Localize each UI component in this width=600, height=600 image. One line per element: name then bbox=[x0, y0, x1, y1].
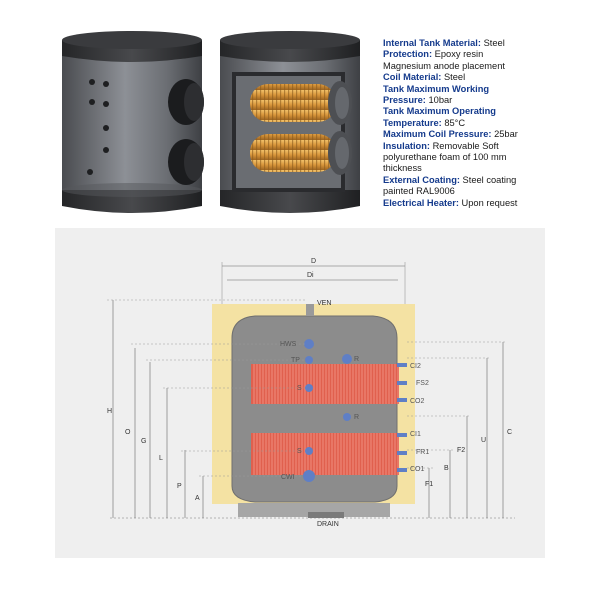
spec-row: Maximum Coil Pressure: 25bar bbox=[383, 129, 595, 140]
spec-row: Coil Material: Steel bbox=[383, 72, 595, 83]
port-r-mid bbox=[343, 413, 351, 421]
spec-value: Removable Soft bbox=[430, 140, 499, 151]
spec-value: Steel coating bbox=[459, 174, 517, 185]
spec-label: Internal Tank Material: bbox=[383, 38, 481, 48]
spec-row: Tank Maximum Operating bbox=[383, 106, 595, 117]
spec-value: thickness bbox=[383, 163, 422, 174]
label-hws: HWS bbox=[280, 341, 297, 348]
dim-l: L bbox=[159, 455, 163, 462]
spec-row: Internal Tank Material: Steel bbox=[383, 38, 595, 49]
dim-a: A bbox=[195, 495, 200, 502]
label-r-mid: R bbox=[354, 414, 359, 421]
vent-label: VEN bbox=[317, 300, 331, 307]
spec-value: Steel bbox=[481, 38, 505, 48]
dim-g: G bbox=[141, 438, 146, 445]
label-ci2: CI2 bbox=[410, 363, 421, 370]
spec-row: Pressure: 10bar bbox=[383, 95, 595, 106]
spec-value: 10bar bbox=[425, 95, 453, 106]
spec-row: thickness bbox=[383, 163, 595, 174]
spec-row: Insulation: Removable Soft bbox=[383, 141, 595, 152]
drain-pipe bbox=[308, 512, 344, 518]
spec-label: External Coating: bbox=[383, 174, 460, 185]
spec-row: Electrical Heater: Upon request bbox=[383, 198, 595, 209]
port-s-bot bbox=[305, 447, 313, 455]
spec-row: Temperature: 85°C bbox=[383, 118, 595, 129]
vent-stub bbox=[306, 304, 314, 316]
spec-label: Tank Maximum Operating bbox=[383, 106, 496, 117]
label-fr1: FR1 bbox=[416, 449, 429, 456]
drain-label: DRAIN bbox=[317, 521, 339, 528]
label-cwi: CWI bbox=[281, 474, 295, 481]
spec-value: Steel bbox=[441, 72, 466, 83]
dim-h: H bbox=[107, 408, 112, 415]
spec-label: Pressure: bbox=[383, 95, 426, 106]
spec-value: Epoxy resin bbox=[432, 49, 484, 60]
label-r-top: R bbox=[354, 356, 359, 363]
port-ci1 bbox=[397, 433, 407, 437]
label-tp: TP bbox=[291, 357, 300, 364]
spec-value: 25bar bbox=[491, 129, 518, 140]
port-cwi bbox=[303, 470, 315, 482]
port-fr1 bbox=[397, 451, 407, 455]
cutaway-tank-image bbox=[220, 31, 360, 213]
spec-label: Coil Material: bbox=[383, 72, 442, 83]
label-fs2: FS2 bbox=[416, 380, 429, 387]
dim-p: P bbox=[177, 483, 182, 490]
spec-row: painted RAL9006 bbox=[383, 186, 595, 197]
spec-label: Maximum Coil Pressure: bbox=[383, 129, 492, 140]
port-s-top bbox=[305, 384, 313, 392]
closed-tank-image bbox=[62, 31, 204, 213]
port-co2 bbox=[397, 398, 407, 402]
spec-value: painted RAL9006 bbox=[383, 186, 455, 197]
dim-o: O bbox=[125, 429, 131, 436]
port-co1 bbox=[397, 468, 407, 472]
label-ci1: CI1 bbox=[410, 431, 421, 438]
port-fs2 bbox=[397, 381, 407, 385]
spec-row: polyurethane foam of 100 mm bbox=[383, 152, 595, 163]
label-s-bot: S bbox=[297, 448, 302, 455]
spec-value: polyurethane foam of 100 mm bbox=[383, 152, 507, 163]
spec-row: Magnesium anode placement bbox=[383, 61, 595, 72]
spec-label: Insulation: bbox=[383, 140, 430, 151]
dim-u: U bbox=[481, 437, 486, 444]
port-tp bbox=[305, 356, 313, 364]
label-co1: CO1 bbox=[410, 466, 425, 473]
label-s-top: S bbox=[297, 385, 302, 392]
spec-label: Tank Maximum Working bbox=[383, 83, 490, 94]
spec-value: 85°C bbox=[441, 117, 466, 128]
port-r-top bbox=[342, 354, 352, 364]
port-ci2 bbox=[397, 363, 407, 367]
dim-d: D bbox=[311, 258, 316, 265]
tank-stand bbox=[238, 503, 390, 517]
product-photo bbox=[62, 31, 360, 213]
dim-c: C bbox=[507, 429, 512, 436]
spec-label: Electrical Heater: bbox=[383, 197, 459, 208]
technical-diagram: D Di VEN DRAIN H O G L P A bbox=[55, 228, 545, 558]
spec-value: Upon request bbox=[458, 197, 518, 208]
dim-di: Di bbox=[307, 272, 314, 279]
spec-value: Magnesium anode placement bbox=[383, 60, 505, 71]
dim-b: B bbox=[444, 465, 449, 472]
spec-label: Temperature: bbox=[383, 117, 442, 128]
spec-row: Protection: Epoxy resin bbox=[383, 49, 595, 60]
port-hws bbox=[304, 339, 314, 349]
spec-row: External Coating: Steel coating bbox=[383, 175, 595, 186]
spec-row: Tank Maximum Working bbox=[383, 84, 595, 95]
label-co2: CO2 bbox=[410, 398, 425, 405]
spec-label: Protection: bbox=[383, 49, 433, 60]
dim-f2: F2 bbox=[457, 447, 465, 454]
dim-f1: F1 bbox=[425, 481, 433, 488]
